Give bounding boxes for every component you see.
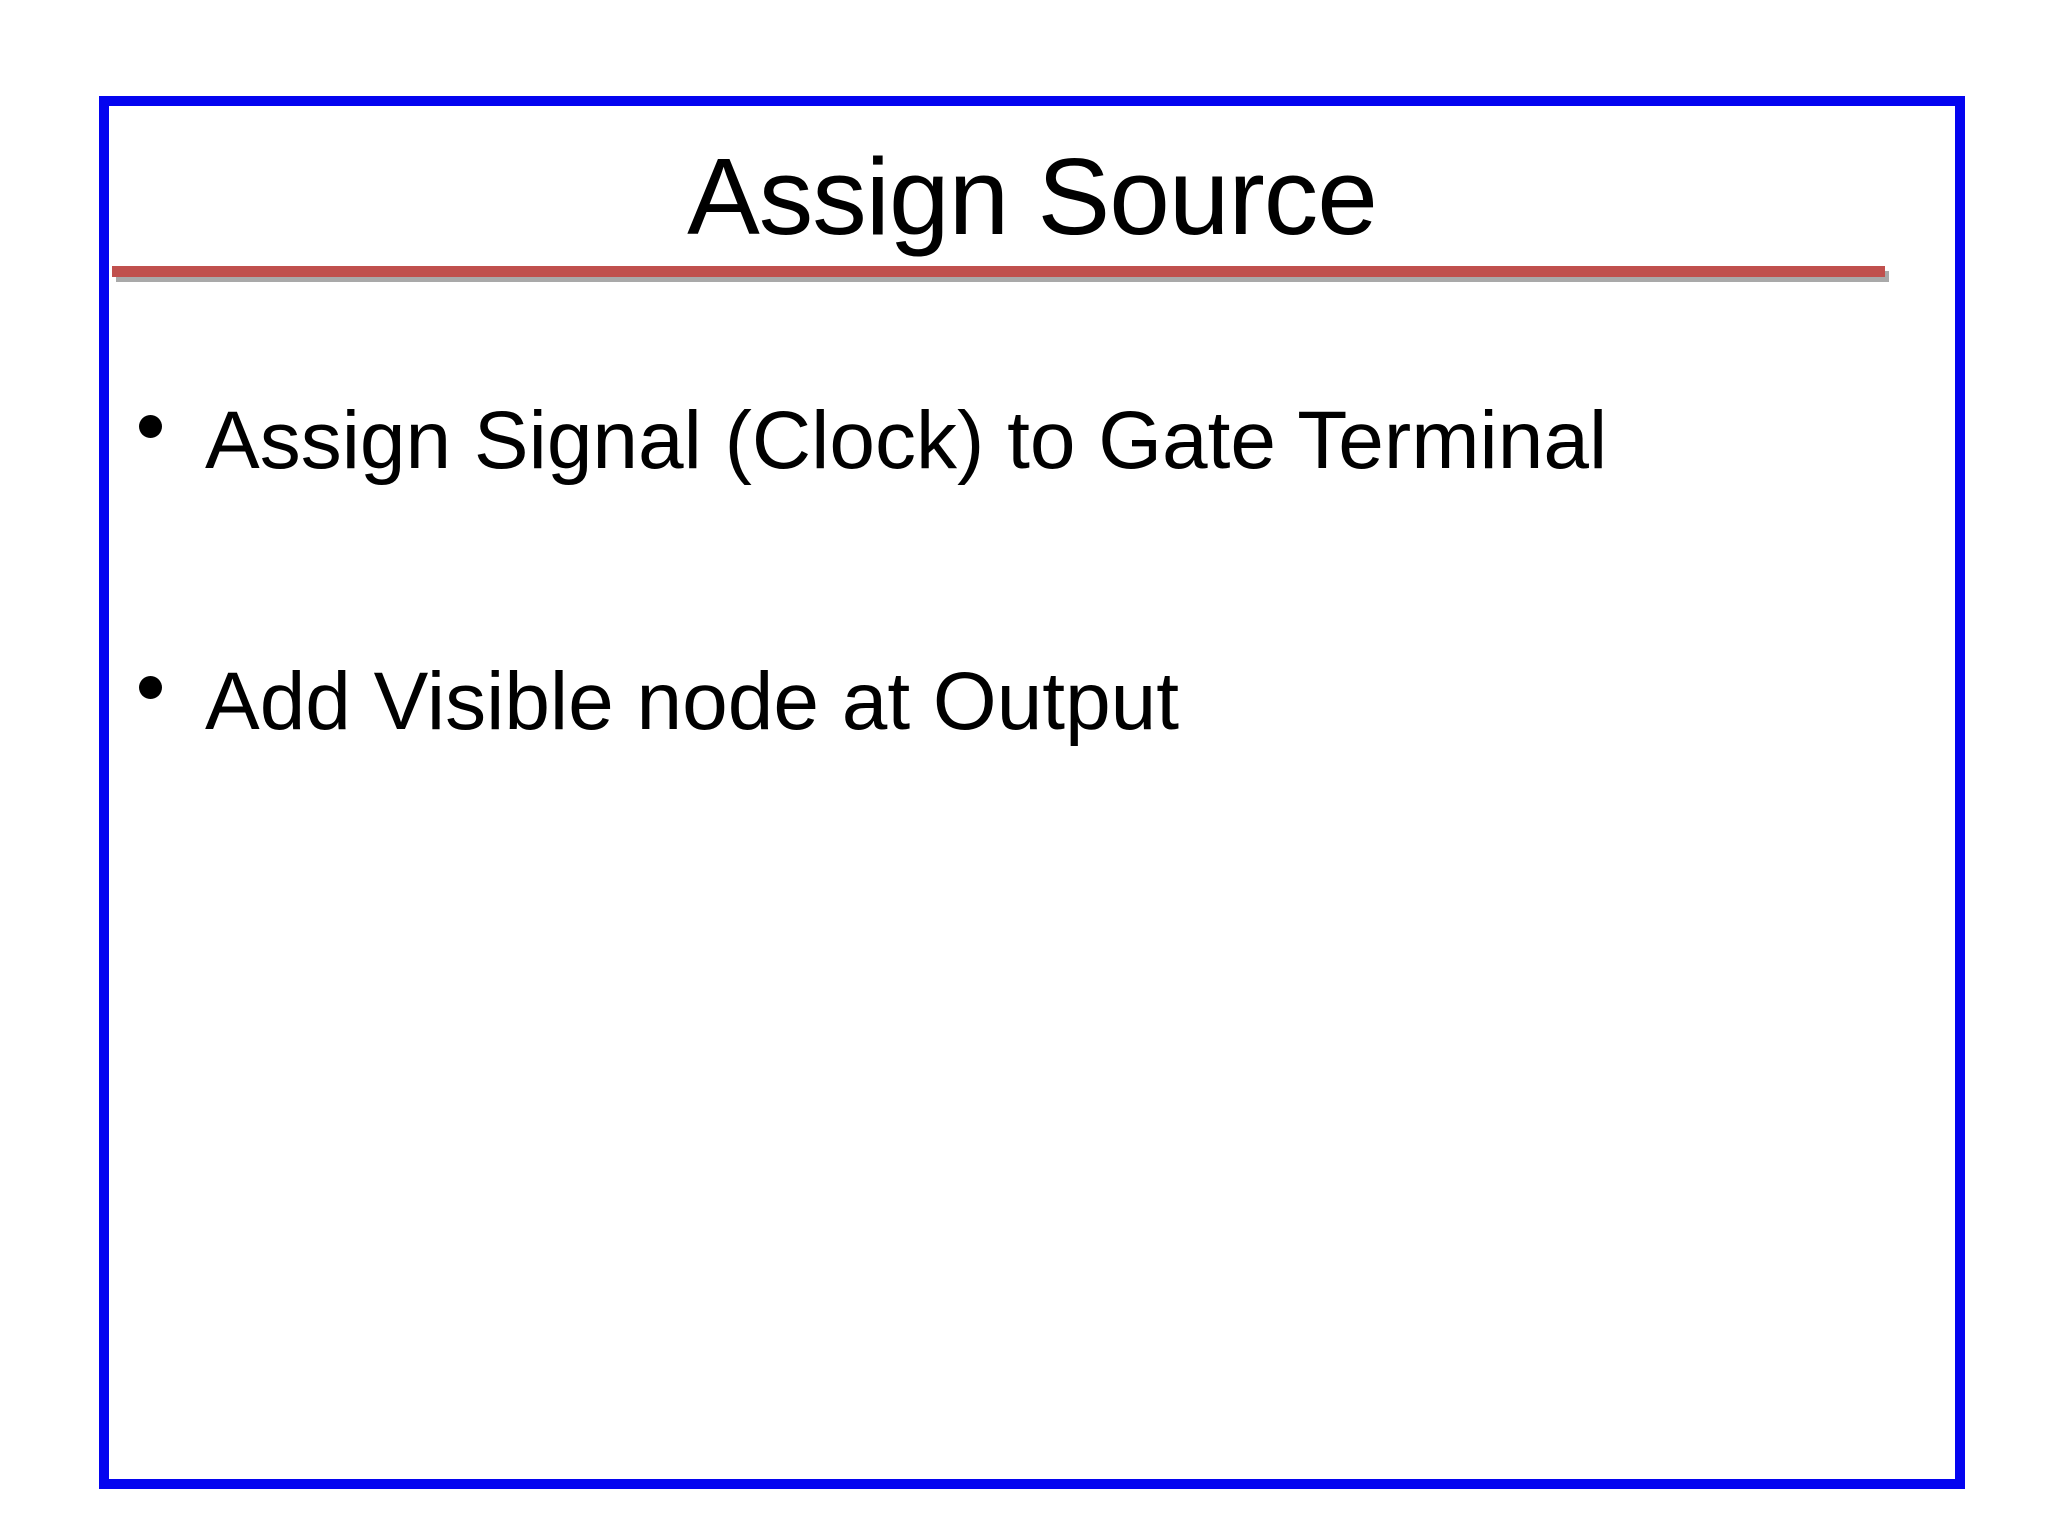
bullet-item: Assign Signal (Clock) to Gate Terminal: [139, 392, 1607, 490]
bullet-dot-icon: [139, 676, 162, 699]
slide-title: Assign Source: [687, 136, 1378, 258]
bullet-dot-icon: [139, 415, 162, 438]
bullet-text: Assign Signal (Clock) to Gate Terminal: [205, 395, 1608, 486]
bullet-item: Add Visible node at Output: [139, 653, 1179, 751]
title-divider-line: [112, 266, 1885, 277]
bullet-text: Add Visible node at Output: [205, 656, 1180, 747]
slide-frame: Assign Source Assign Signal (Clock) to G…: [99, 96, 1965, 1489]
